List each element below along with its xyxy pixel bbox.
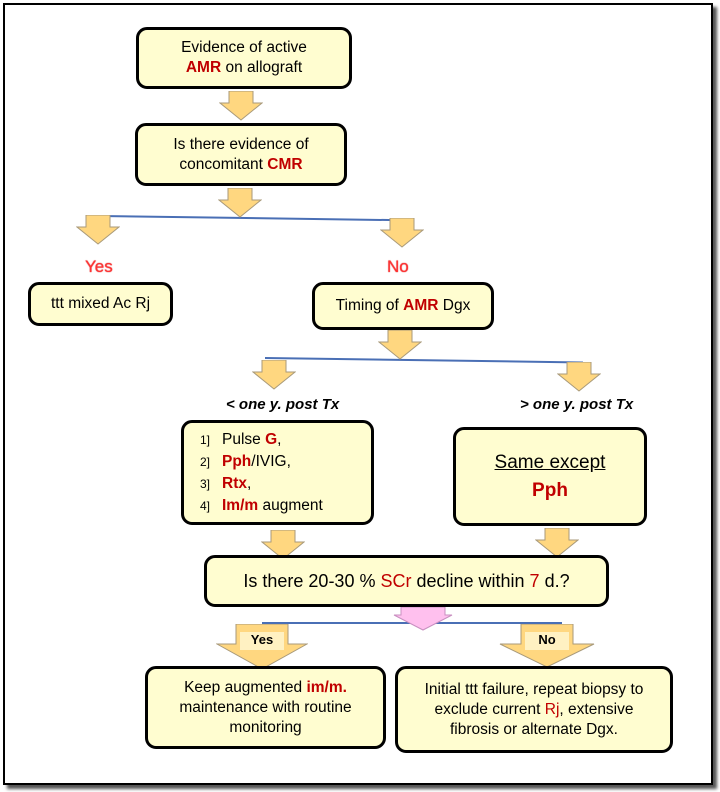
amr-term: AMR [185, 59, 222, 76]
no-label: No [387, 257, 409, 276]
diagram-frame [3, 3, 713, 785]
failure-box: Initial ttt failure, repeat biopsy to ex… [395, 666, 673, 753]
down-arrow-over [557, 362, 601, 392]
down-arrow-2 [218, 188, 262, 218]
under-year-box: 1]Pulse G, 2]Pph/IVIG, 3]Rtx, 4]Im/m aug… [181, 420, 374, 525]
yes-label: Yes [85, 257, 113, 276]
under-year-label: < one y. post Tx [226, 396, 340, 413]
over-year-box: Same except Pph [453, 427, 647, 526]
over-year-label: > one y. post Tx [520, 396, 634, 413]
pink-down-arrow [393, 607, 453, 631]
step-1: 1]Pulse G, [200, 430, 282, 448]
step-2: 2]Pph/IVIG, [200, 452, 291, 470]
same-except: Same except [494, 451, 606, 473]
evidence-line1: Evidence of active [181, 39, 307, 56]
concomitant-box: Is there evidence of concomitant CMR [135, 123, 347, 186]
evidence-box: Evidence of active AMR on allograft [136, 27, 352, 89]
decline-box: Is there 20-30 % SCr decline within 7 d.… [204, 555, 609, 607]
timing-box: Timing of AMR Dgx [312, 282, 494, 330]
step-3: 3]Rtx, [200, 474, 252, 492]
down-arrow-under [252, 360, 296, 390]
down-arrow-4 [261, 530, 305, 560]
down-arrow-1 [219, 91, 263, 121]
mixed-box: ttt mixed Ac Rj [28, 282, 173, 326]
keep-box: Keep augmented im/m. maintenance with ro… [145, 666, 386, 749]
step-4: 4]Im/m augment [200, 496, 323, 514]
down-arrow-yes [76, 215, 120, 245]
down-arrow-no [380, 218, 424, 248]
no-tag: No [525, 632, 569, 650]
down-arrow-3 [378, 330, 422, 360]
yes-tag: Yes [240, 632, 284, 650]
down-arrow-5 [535, 528, 579, 558]
cmr-term: CMR [267, 155, 303, 173]
